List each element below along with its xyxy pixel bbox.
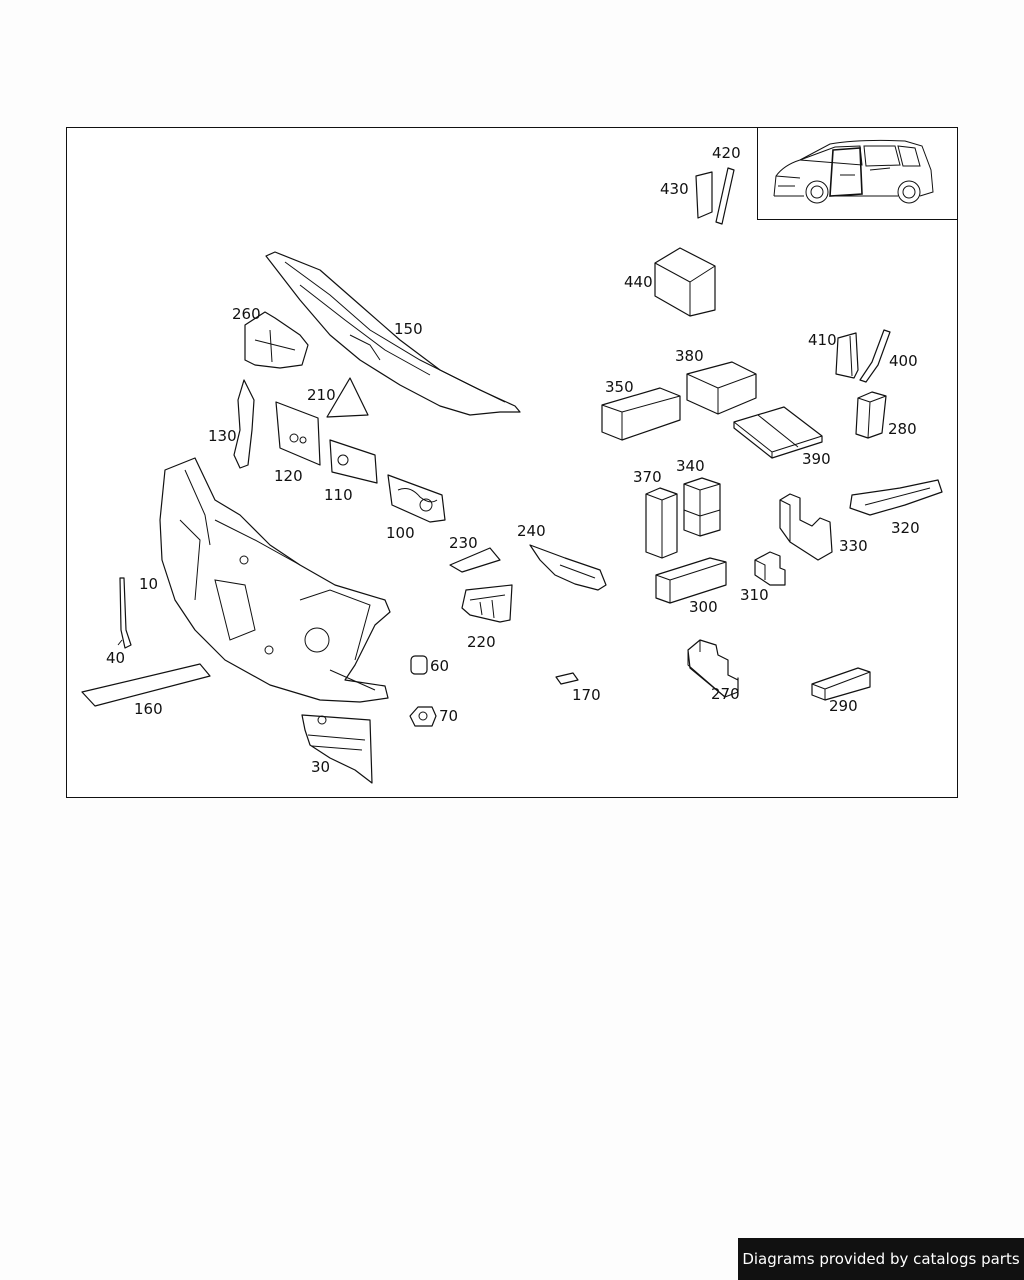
- part-110-insulator: [329, 439, 378, 484]
- label-110: 110: [324, 486, 353, 504]
- label-260: 260: [232, 305, 261, 323]
- part-280-block: [855, 391, 887, 439]
- label-290: 290: [829, 697, 858, 715]
- part-170-pad: [555, 672, 579, 685]
- part-10-bulkhead: [159, 457, 391, 703]
- part-340-block: [683, 477, 721, 537]
- part-310-block: [754, 551, 786, 586]
- label-40: 40: [106, 649, 125, 667]
- label-390: 390: [802, 450, 831, 468]
- part-370-block: [645, 487, 678, 559]
- part-70-grommet: [409, 706, 437, 727]
- part-100-insulator: [387, 474, 446, 523]
- label-430: 430: [660, 180, 689, 198]
- part-160-mat: [81, 663, 211, 707]
- part-130-strip: [233, 379, 255, 469]
- part-40-strip: [119, 577, 132, 649]
- part-420-strip: [715, 167, 735, 225]
- label-150: 150: [394, 320, 423, 338]
- label-270: 270: [711, 685, 740, 703]
- part-330-block: [779, 493, 833, 561]
- label-100: 100: [386, 524, 415, 542]
- label-10: 10: [139, 575, 158, 593]
- part-210-triangle: [326, 377, 369, 418]
- label-30: 30: [311, 758, 330, 776]
- label-380: 380: [675, 347, 704, 365]
- label-280: 280: [888, 420, 917, 438]
- part-230-pad: [449, 547, 501, 573]
- label-350: 350: [605, 378, 634, 396]
- part-60-clip: [410, 655, 428, 675]
- part-320-strip: [849, 479, 943, 516]
- part-270-block: [687, 639, 739, 698]
- part-120-insulator: [275, 401, 321, 466]
- attribution-text: Diagrams provided by catalogs parts: [742, 1250, 1020, 1268]
- vehicle-inset: [757, 127, 958, 220]
- part-350-block: [601, 387, 681, 441]
- label-240: 240: [517, 522, 546, 540]
- label-340: 340: [676, 457, 705, 475]
- part-410-strip: [835, 332, 859, 379]
- part-400-strip: [859, 329, 891, 383]
- part-240-insulator: [529, 544, 607, 591]
- label-120: 120: [274, 467, 303, 485]
- label-310: 310: [740, 586, 769, 604]
- part-430-strip: [695, 171, 713, 219]
- label-420: 420: [712, 144, 741, 162]
- part-300-block: [655, 557, 727, 604]
- label-170: 170: [572, 686, 601, 704]
- part-260-insulator: [244, 311, 309, 369]
- label-330: 330: [839, 537, 868, 555]
- car-outline-icon: [773, 139, 934, 204]
- part-220-insulator: [461, 584, 513, 623]
- label-230: 230: [449, 534, 478, 552]
- label-220: 220: [467, 633, 496, 651]
- part-30-panel: [301, 714, 373, 784]
- label-410: 410: [808, 331, 837, 349]
- label-300: 300: [689, 598, 718, 616]
- label-320: 320: [891, 519, 920, 537]
- part-390-board: [733, 406, 823, 459]
- label-130: 130: [208, 427, 237, 445]
- part-290-block: [811, 667, 871, 701]
- label-440: 440: [624, 273, 653, 291]
- part-380-block: [686, 361, 757, 415]
- attribution-banner: Diagrams provided by catalogs parts: [738, 1238, 1024, 1280]
- label-70: 70: [439, 707, 458, 725]
- label-370: 370: [633, 468, 662, 486]
- label-60: 60: [430, 657, 449, 675]
- part-150-cowl: [265, 251, 521, 416]
- leader-lines: [117, 639, 123, 646]
- part-440-block: [654, 247, 716, 317]
- part-labels: 10 30 40 60 70 100 110 120 130 150 160 1…: [106, 144, 920, 776]
- label-210: 210: [307, 386, 336, 404]
- diagram-frame: [66, 127, 958, 798]
- label-160: 160: [134, 700, 163, 718]
- label-400: 400: [889, 352, 918, 370]
